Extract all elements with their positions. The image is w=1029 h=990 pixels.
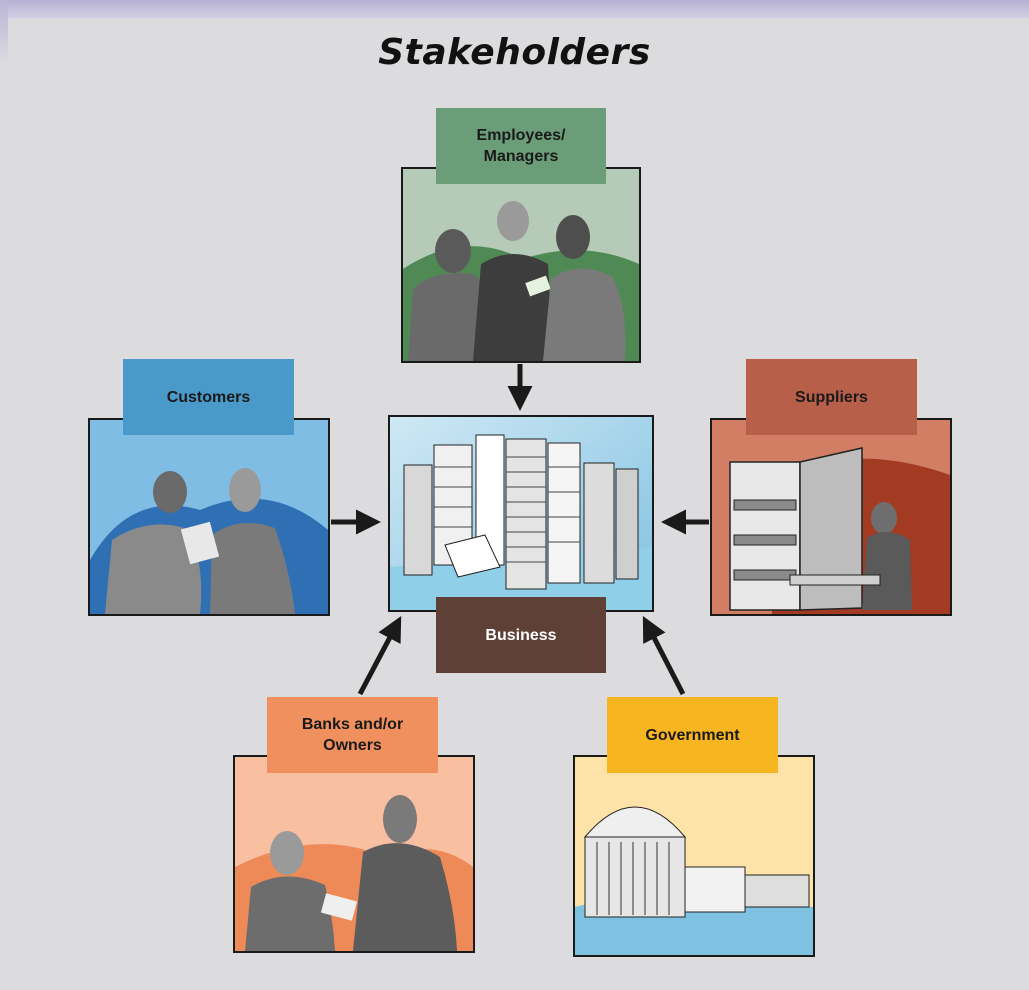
customers-illustration: [88, 418, 330, 616]
label-customers: Customers: [123, 359, 294, 435]
banker-people-icon: [235, 757, 473, 951]
government-illustration: [573, 755, 815, 957]
label-suppliers: Suppliers: [746, 359, 917, 435]
customers-people-icon: [90, 420, 328, 614]
supplier-worker-icon: [712, 420, 950, 614]
label-government: Government: [607, 697, 778, 773]
banks-illustration: [233, 755, 475, 953]
label-employees: Employees/ Managers: [436, 108, 606, 184]
suppliers-illustration: [710, 418, 952, 616]
business-illustration: [388, 415, 654, 612]
side-strip: [0, 0, 8, 66]
arrow-banks-to-business: [357, 616, 402, 696]
label-banks: Banks and/or Owners: [267, 697, 438, 773]
label-business: Business: [436, 597, 606, 673]
capitol-building-icon: [575, 757, 813, 955]
office-building-icon: [390, 417, 652, 610]
meeting-people-icon: [403, 169, 639, 361]
employees-illustration: [401, 167, 641, 363]
header-strip: [0, 0, 1029, 18]
diagram-title: Stakeholders: [378, 32, 651, 73]
arrow-government-to-business: [642, 615, 686, 696]
